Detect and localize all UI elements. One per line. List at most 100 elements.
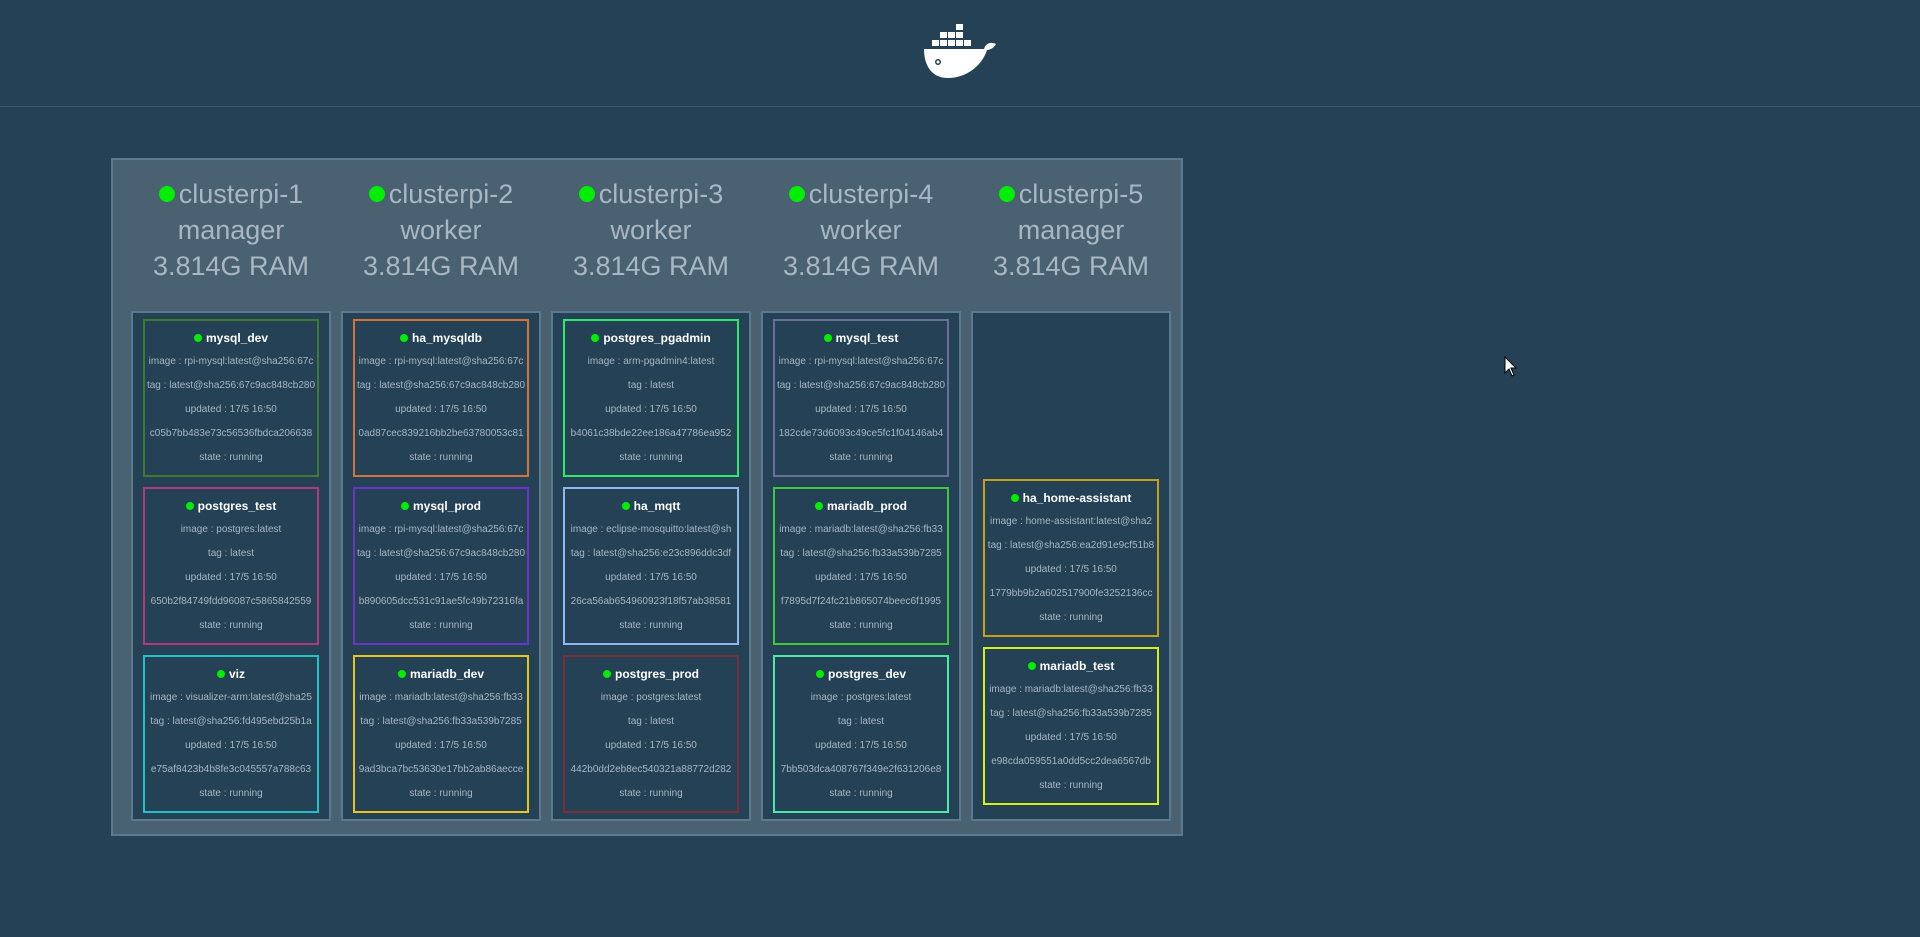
task-image: image : home-assistant:latest@sha2: [990, 516, 1152, 527]
node-ram: 3.814G RAM: [572, 251, 730, 281]
task-tag: tag : latest@sha256:e23c896ddc3df: [570, 548, 732, 559]
task-tag: tag : latest: [627, 716, 675, 727]
task-image: image : postgres:latest: [810, 692, 912, 703]
task-updated: updated : 17/5 16:50: [815, 404, 907, 415]
task-title: mariadb_prod: [775, 499, 947, 513]
node-ram: 3.814G RAM: [992, 251, 1150, 281]
task-status-dot: [823, 333, 832, 342]
task-tag: tag : latest@sha256:67c9ac848cb280: [356, 380, 526, 391]
task-tag: tag : latest@sha256:fb33a539b7285: [990, 708, 1152, 719]
task-title: postgres_test: [145, 499, 317, 513]
node-header: clusterpi-4 worker 3.814G RAM: [761, 176, 961, 296]
task-state: state : running: [619, 788, 683, 799]
task-status-dot: [397, 669, 406, 678]
task-updated: updated : 17/5 16:50: [185, 572, 277, 583]
docker-whale-icon[interactable]: [922, 22, 998, 80]
task-state: state : running: [829, 788, 893, 799]
mouse-cursor-icon: [1504, 356, 1518, 377]
node-name-row: clusterpi-3: [551, 176, 751, 212]
task-updated: updated : 17/5 16:50: [815, 572, 907, 583]
task-updated: updated : 17/5 16:50: [395, 404, 487, 415]
task-status-dot: [621, 501, 630, 510]
task-image: image : eclipse-mosquitto:latest@sh: [570, 524, 732, 535]
task-status-dot: [814, 501, 823, 510]
task-tag: tag : latest: [837, 716, 885, 727]
task-title: viz: [145, 667, 317, 681]
node-ram: 3.814G RAM: [782, 251, 940, 281]
task-id: 9ad3bca7bc53630e17bb2ab86aecce: [358, 764, 524, 775]
task-status-dot: [185, 501, 194, 510]
task-image: image : mariadb:latest@sha256:fb33: [989, 684, 1153, 695]
task-id: 0ad87cec839216bb2be63780053c81: [358, 428, 524, 439]
task-state: state : running: [199, 452, 263, 463]
task-status-dot: [399, 333, 408, 342]
task-status-dot: [1010, 493, 1019, 502]
node-status-dot: [788, 185, 805, 202]
task-name: mysql_test: [835, 331, 899, 345]
task-title: ha_home-assistant: [985, 491, 1157, 505]
task-state: state : running: [199, 788, 263, 799]
task-image: image : rpi-mysql:latest@sha256:67c: [358, 524, 524, 535]
node-ram: 3.814G RAM: [152, 251, 310, 281]
task-title: mysql_dev: [145, 331, 317, 345]
task-name: mysql_dev: [205, 331, 269, 345]
task-name: postgres_pgadmin: [603, 331, 711, 345]
node-status-dot: [368, 185, 385, 202]
task-tag: tag : latest@sha256:67c9ac848cb280: [356, 548, 526, 559]
task-updated: updated : 17/5 16:50: [185, 740, 277, 751]
task-name: mysql_prod: [412, 499, 481, 513]
task-title: ha_mqtt: [565, 499, 737, 513]
node-name: clusterpi-4: [808, 179, 934, 209]
task-updated: updated : 17/5 16:50: [185, 404, 277, 415]
task-title: postgres_prod: [565, 667, 737, 681]
task-title: ha_mysqldb: [355, 331, 527, 345]
task-state: state : running: [829, 620, 893, 631]
node-name-row: clusterpi-5: [971, 176, 1171, 212]
node-name-row: clusterpi-2: [341, 176, 541, 212]
node-role: worker: [820, 215, 902, 245]
task-tag: tag : latest: [627, 380, 675, 391]
task-id: f7895d7f24fc21b865074beec6f1995: [780, 596, 942, 607]
task-status-dot: [216, 669, 225, 678]
task-state: state : running: [409, 788, 473, 799]
task-status-dot: [591, 333, 600, 342]
top-bar: [0, 0, 1920, 107]
task-state: state : running: [409, 620, 473, 631]
task-name: ha_mysqldb: [411, 331, 483, 345]
task-title: mysql_test: [775, 331, 947, 345]
task-id: b890605dcc531c91ae5fc49b72316fa: [358, 596, 524, 607]
node-role: worker: [400, 215, 482, 245]
node-status-dot: [158, 185, 175, 202]
task-id: 182cde73d6093c49ce5fc1f04146ab4: [778, 428, 944, 439]
task-title: postgres_dev: [775, 667, 947, 681]
task-id: 7bb503dca408767f349e2f631206e8: [780, 764, 942, 775]
task-updated: updated : 17/5 16:50: [395, 740, 487, 751]
task-title: postgres_pgadmin: [565, 331, 737, 345]
task-updated: updated : 17/5 16:50: [1025, 732, 1117, 743]
task-updated: updated : 17/5 16:50: [605, 740, 697, 751]
task-id: 442b0dd2eb8ec540321a88772d282: [570, 764, 732, 775]
node-name: clusterpi-2: [388, 179, 514, 209]
